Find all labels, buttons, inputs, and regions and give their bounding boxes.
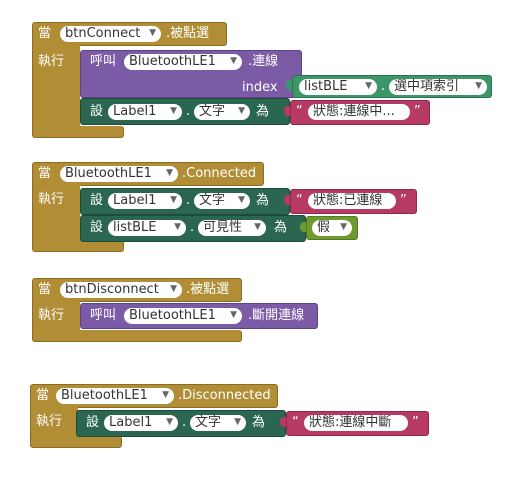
event-name: .被點選 <box>186 282 230 297</box>
chevron-down-icon: ▼ <box>234 417 241 427</box>
dot-separator: . <box>381 79 386 94</box>
chevron-down-icon: ▼ <box>365 81 372 91</box>
dot-separator: . <box>186 104 191 119</box>
method-name: .斷開連線 <box>248 308 305 323</box>
quote-open: “ <box>296 193 303 208</box>
dot-separator: . <box>186 193 191 208</box>
to-label: 為 <box>256 104 270 119</box>
chevron-down-icon: ▼ <box>254 222 261 232</box>
setter-component-dropdown[interactable]: Label1▼ <box>108 104 182 120</box>
chevron-down-icon: ▼ <box>475 81 482 91</box>
chevron-down-icon: ▼ <box>170 106 177 116</box>
chevron-down-icon: ▼ <box>238 195 245 205</box>
event-footer <box>32 126 124 138</box>
component-dropdown[interactable]: btnDisconnect▼ <box>60 282 182 298</box>
chevron-down-icon: ▼ <box>166 168 173 178</box>
event-name: .被點選 <box>166 26 210 41</box>
socket-notch <box>280 417 288 427</box>
chevron-down-icon: ▼ <box>340 222 347 232</box>
when-label: 當 <box>38 166 52 181</box>
chevron-down-icon: ▼ <box>166 417 173 427</box>
method-name: .連線 <box>248 54 279 69</box>
setter-property-dropdown[interactable]: 文字▼ <box>194 193 250 209</box>
event-footer <box>32 240 124 252</box>
chevron-down-icon: ▼ <box>162 390 169 400</box>
chevron-down-icon: ▼ <box>230 56 237 66</box>
setter-property-dropdown[interactable]: 文字▼ <box>190 415 246 431</box>
do-label: 執行 <box>38 192 65 207</box>
quote-close: ” <box>414 104 421 119</box>
quote-open: “ <box>292 415 299 430</box>
dot-separator: . <box>182 415 187 430</box>
do-label: 執行 <box>38 54 65 69</box>
do-label: 執行 <box>36 414 63 429</box>
socket-notch <box>284 106 292 116</box>
getter-component-dropdown[interactable]: listBLE▼ <box>299 79 377 95</box>
quote-close: ” <box>400 193 407 208</box>
quote-open: “ <box>296 104 303 119</box>
set-label: 設 <box>86 415 100 430</box>
event-name: .Connected <box>182 166 257 181</box>
to-label: 為 <box>256 193 270 208</box>
event-footer <box>32 330 242 342</box>
setter-component-dropdown[interactable]: listBLE▼ <box>108 220 186 236</box>
call-component-dropdown[interactable]: BluetoothLE1▼ <box>124 308 242 324</box>
to-label: 為 <box>252 415 266 430</box>
event-body-arm <box>30 406 78 440</box>
chevron-down-icon: ▼ <box>170 195 177 205</box>
event-body-arm <box>32 300 80 334</box>
dot-separator: . <box>190 220 195 235</box>
chevron-down-icon: ▼ <box>238 106 245 116</box>
event-footer <box>30 436 122 448</box>
setter-property-dropdown[interactable]: 可見性▼ <box>198 220 266 236</box>
setter-component-dropdown[interactable]: Label1▼ <box>108 193 182 209</box>
do-label: 執行 <box>38 308 65 323</box>
set-label: 設 <box>90 220 104 235</box>
param-label: index <box>242 80 278 95</box>
chevron-down-icon: ▼ <box>230 310 237 320</box>
chevron-down-icon: ▼ <box>149 28 156 38</box>
socket-notch <box>286 80 294 90</box>
when-label: 當 <box>38 282 52 297</box>
component-dropdown[interactable]: BluetoothLE1▼ <box>60 166 178 182</box>
setter-property-dropdown[interactable]: 文字▼ <box>194 104 250 120</box>
component-dropdown[interactable]: BluetoothLE1▼ <box>56 388 174 404</box>
component-dropdown[interactable]: btnConnect▼ <box>60 26 161 42</box>
boolean-dropdown[interactable]: 假▼ <box>312 220 352 236</box>
set-label: 設 <box>90 193 104 208</box>
call-label: 呼叫 <box>90 54 117 69</box>
text-field[interactable]: 狀態:連線中斷 <box>304 415 408 431</box>
set-label: 設 <box>90 104 104 119</box>
chevron-down-icon: ▼ <box>174 222 181 232</box>
when-label: 當 <box>36 388 50 403</box>
socket-notch <box>300 222 308 232</box>
event-body-arm <box>32 44 80 130</box>
chevron-down-icon: ▼ <box>170 284 177 294</box>
event-name: .Disconnected <box>178 388 271 403</box>
socket-notch <box>284 195 292 205</box>
when-label: 當 <box>38 26 52 41</box>
setter-component-dropdown[interactable]: Label1▼ <box>104 415 178 431</box>
call-label: 呼叫 <box>90 308 117 323</box>
event-body-arm <box>32 184 80 244</box>
call-component-dropdown[interactable]: BluetoothLE1▼ <box>124 54 242 70</box>
text-field[interactable]: 狀態:連線中... <box>308 104 410 120</box>
quote-close: ” <box>412 415 419 430</box>
text-field[interactable]: 狀態:已連線 <box>308 193 396 209</box>
getter-property-dropdown[interactable]: 選中項索引▼ <box>389 79 487 95</box>
to-label: 為 <box>274 220 288 235</box>
